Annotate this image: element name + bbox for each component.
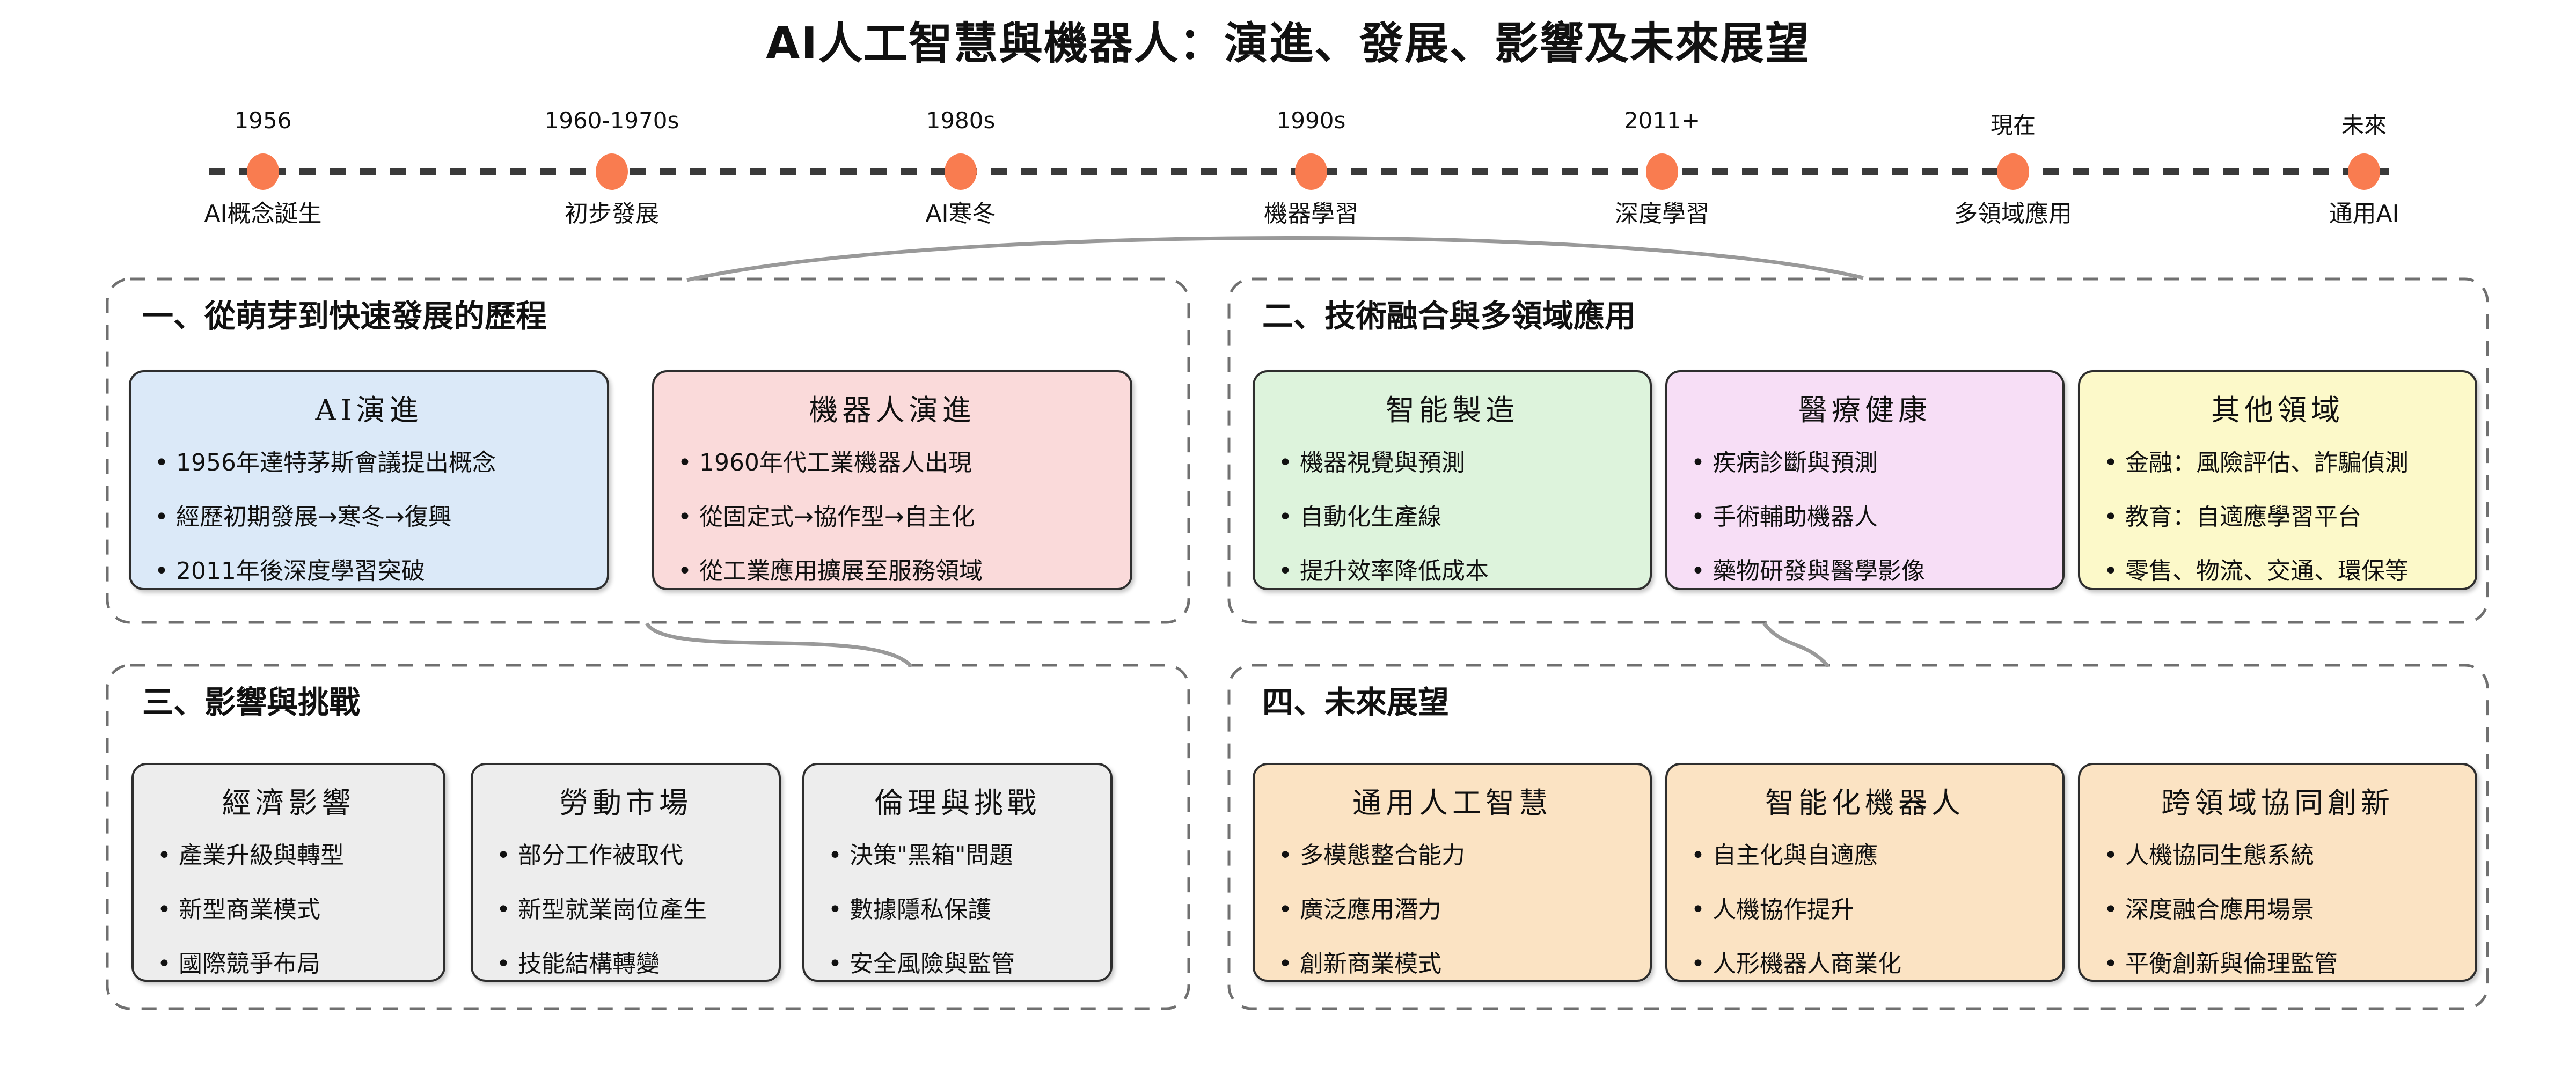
card-bullet: 多模態整合能力 xyxy=(1278,844,1634,868)
card-bullet: 機器視覺與預測 xyxy=(1278,451,1634,475)
section-heading-4: 四、未來展望 xyxy=(1262,684,1450,721)
card-bullet: 藥物研發與醫學影像 xyxy=(1691,560,2046,583)
timeline-year: 1960-1970s xyxy=(544,107,679,134)
timeline-dot-2011 xyxy=(1646,153,1678,190)
card-bullet: 新型商業模式 xyxy=(157,898,427,922)
timeline-year: 1980s xyxy=(926,107,996,134)
card-bullet: 1960年代工業機器人出現 xyxy=(678,451,1114,475)
timeline-dot-1960-1970s xyxy=(596,153,628,190)
card-bullet: 平衡創新與倫理監管 xyxy=(2104,952,2459,976)
timeline-event: 深度學習 xyxy=(1615,200,1709,227)
card-bullet: 提升效率降低成本 xyxy=(1278,560,1634,583)
section-heading-3: 三、影響與挑戰 xyxy=(142,684,361,721)
section-outline-3 xyxy=(106,664,1190,1010)
card-bullet: 部分工作被取代 xyxy=(496,844,763,868)
card-economic-impact: 經濟影響 產業升級與轉型 新型商業模式 國際競爭布局 xyxy=(131,763,445,982)
card-title: 跨領域協同創新 xyxy=(2161,786,2394,820)
card-bullet: 從固定式→協作型→自主化 xyxy=(678,505,1114,529)
connector-arc-top xyxy=(686,236,1864,282)
card-bullet: 1956年達特茅斯會議提出概念 xyxy=(155,451,591,475)
timeline-year: 2011+ xyxy=(1623,107,1701,134)
card-bullet: 安全風險與監管 xyxy=(828,952,1094,976)
card-title: 醫療健康 xyxy=(1798,393,1931,427)
timeline-event: 通用AI xyxy=(2329,200,2399,227)
card-bullet: 金融：風險評估、詐騙偵測 xyxy=(2104,451,2459,475)
card-bullet: 人機協同生態系統 xyxy=(2104,844,2459,868)
timeline-dot-1956 xyxy=(247,153,279,190)
card-title: 機器人演進 xyxy=(809,393,976,427)
card-smart-manufacturing: 智能製造 機器視覺與預測 自動化生產線 提升效率降低成本 xyxy=(1253,370,1652,590)
card-bullet: 國際競爭布局 xyxy=(157,952,427,976)
section-outline-4 xyxy=(1227,664,2489,1010)
card-bullet: 數據隱私保護 xyxy=(828,898,1094,922)
card-intelligent-robots: 智能化機器人 自主化與自適應 人機協作提升 人形機器人商業化 xyxy=(1665,763,2065,982)
card-cross-domain-innovation: 跨領域協同創新 人機協同生態系統 深度融合應用場景 平衡創新與倫理監管 xyxy=(2078,763,2477,982)
card-title: AI演進 xyxy=(315,393,423,427)
card-bullet: 創新商業模式 xyxy=(1278,952,1634,976)
timeline-event: AI寒冬 xyxy=(925,200,996,227)
card-bullet: 經歷初期發展→寒冬→復興 xyxy=(155,505,591,529)
card-agi: 通用人工智慧 多模態整合能力 廣泛應用潛力 創新商業模式 xyxy=(1253,763,1652,982)
card-robot-evolution: 機器人演進 1960年代工業機器人出現 從固定式→協作型→自主化 從工業應用擴展… xyxy=(652,370,1132,590)
timeline-year: 1956 xyxy=(234,107,292,134)
timeline-year: 現在 xyxy=(1990,112,2036,138)
card-bullet: 人機協作提升 xyxy=(1691,898,2046,922)
timeline-dot-1980s xyxy=(945,153,977,190)
timeline-event: AI概念誕生 xyxy=(204,200,322,227)
section-heading-2: 二、技術融合與多領域應用 xyxy=(1262,298,1636,334)
card-bullet: 決策"黑箱"問題 xyxy=(828,844,1094,868)
card-ai-evolution: AI演進 1956年達特茅斯會議提出概念 經歷初期發展→寒冬→復興 2011年後… xyxy=(129,370,609,590)
card-title: 經濟影響 xyxy=(222,786,355,820)
card-bullet: 零售、物流、交通、環保等 xyxy=(2104,560,2459,583)
card-bullet: 從工業應用擴展至服務領域 xyxy=(678,560,1114,583)
card-bullet: 深度融合應用場景 xyxy=(2104,898,2459,922)
timeline-event: 多領域應用 xyxy=(1954,200,2072,227)
card-other-fields: 其他領域 金融：風險評估、詐騙偵測 教育：自適應學習平台 零售、物流、交通、環保… xyxy=(2078,370,2477,590)
card-ethics-challenges: 倫理與挑戰 決策"黑箱"問題 數據隱私保護 安全風險與監管 xyxy=(802,763,1113,982)
timeline-event: 機器學習 xyxy=(1264,200,1358,227)
card-bullet: 2011年後深度學習突破 xyxy=(155,560,591,583)
card-title: 倫理與挑戰 xyxy=(874,786,1041,820)
timeline-dot-1990s xyxy=(1295,153,1327,190)
card-bullet: 新型就業崗位產生 xyxy=(496,898,763,922)
card-title: 其他領域 xyxy=(2211,393,2344,427)
timeline-event: 初步發展 xyxy=(565,200,659,227)
card-title: 智能製造 xyxy=(1386,393,1519,427)
timeline-dot-now xyxy=(1997,153,2029,190)
card-title: 勞動市場 xyxy=(559,786,692,820)
timeline-year: 1990s xyxy=(1276,107,1346,134)
page-title: AI人工智慧與機器人：演進、發展、影響及未來展望 xyxy=(766,18,1810,69)
section-outline-1 xyxy=(106,277,1190,624)
card-title: 智能化機器人 xyxy=(1765,786,1965,820)
connector-section2-section4 xyxy=(1762,622,1830,668)
card-bullet: 技能結構轉變 xyxy=(496,952,763,976)
card-bullet: 疾病診斷與預測 xyxy=(1691,451,2046,475)
timeline-dot-future xyxy=(2348,153,2380,190)
card-bullet: 手術輔助機器人 xyxy=(1691,505,2046,529)
card-labor-market: 勞動市場 部分工作被取代 新型就業崗位產生 技能結構轉變 xyxy=(471,763,781,982)
card-bullet: 自主化與自適應 xyxy=(1691,844,2046,868)
connector-section1-section3 xyxy=(645,622,913,668)
card-bullet: 人形機器人商業化 xyxy=(1691,952,2046,976)
card-bullet: 教育：自適應學習平台 xyxy=(2104,505,2459,529)
card-healthcare: 醫療健康 疾病診斷與預測 手術輔助機器人 藥物研發與醫學影像 xyxy=(1665,370,2065,590)
card-title: 通用人工智慧 xyxy=(1352,786,1552,820)
section-outline-2 xyxy=(1227,277,2489,624)
card-bullet: 自動化生產線 xyxy=(1278,505,1634,529)
card-bullet: 產業升級與轉型 xyxy=(157,844,427,868)
card-bullet: 廣泛應用潛力 xyxy=(1278,898,1634,922)
section-heading-1: 一、從萌芽到快速發展的歷程 xyxy=(142,298,547,334)
timeline-year: 未來 xyxy=(2341,112,2387,138)
